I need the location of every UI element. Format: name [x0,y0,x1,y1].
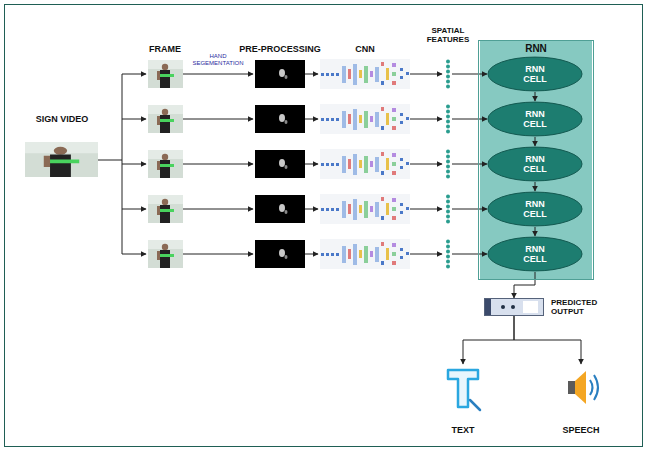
speech-output: SPEECH [556,364,606,436]
cell-ellipse [488,57,582,91]
flow-arrow [514,316,581,364]
vector-dot [501,305,505,309]
flow-arrow [514,272,535,298]
video-thumbnail-label: SIGN VIDEO [36,114,89,125]
rnn-cell-label: RNN CELL [515,199,555,219]
rnn-cell: RNN CELL [487,236,583,272]
cell-ellipse [488,147,582,181]
sound-wave [594,375,598,400]
rnn-cell-label: RNN CELL [515,64,555,84]
rnn-cell: RNN CELL [487,191,583,227]
step-annotation: HAND SEGEMENTATION [190,53,246,67]
pipeline-row [122,104,487,134]
flow-arrow [463,316,514,364]
speech-output-label: SPEECH [562,425,599,436]
rnn-cell: RNN CELL [487,56,583,92]
predicted-output: PREDICTED OUTPUT [484,296,611,318]
predicted-output-label: PREDICTED OUTPUT [551,298,605,316]
vector-edge [485,299,491,315]
text-icon [448,370,478,407]
branch-line [98,160,122,161]
speaker-body [568,381,575,394]
outer-border [5,5,643,447]
rnn-panel: RNN RNN CELL RNN CELL RNN CELL RNN CELL RNN C… [478,40,594,280]
rnn-panel-fill [480,40,592,280]
rnn-cell: RNN CELL [487,146,583,182]
text-output-label: TEXT [451,425,474,436]
rnn-cell-label: RNN CELL [515,244,555,264]
flow-arrow [535,182,536,191]
pipeline-row [122,149,487,179]
pipeline-row [122,59,487,89]
cell-ellipse [488,237,582,271]
rnn-cell-label: RNN CELL [515,154,555,174]
video-thumbnail: SIGN VIDEO [22,114,102,178]
rnn-cell: RNN CELL [487,101,583,137]
sound-wave [590,380,593,395]
flow-arrow [535,227,536,236]
output-vector [484,298,544,316]
output-vector-cells [485,299,543,315]
text-output: TEXT [438,364,488,436]
cell-ellipse [488,102,582,136]
cell-ellipse [488,192,582,226]
vector-slot [523,301,538,313]
speaker-cone [575,371,586,404]
vector-dot [511,305,515,309]
column-heading: PRE-PROCESSING [239,44,321,55]
rnn-cell-label: RNN CELL [515,109,555,129]
column-heading: CNN [355,44,375,55]
pipeline-row [122,194,487,224]
flow-arrow [535,92,536,101]
pen-icon [470,400,480,410]
sign-video-photo [25,142,98,177]
column-heading: FRAME [149,44,181,55]
flow-arrow [535,137,536,146]
column-heading: SPATIAL FEATURES [420,26,476,44]
pipeline-row [122,239,487,269]
rnn-panel-label: RNN [479,41,593,55]
